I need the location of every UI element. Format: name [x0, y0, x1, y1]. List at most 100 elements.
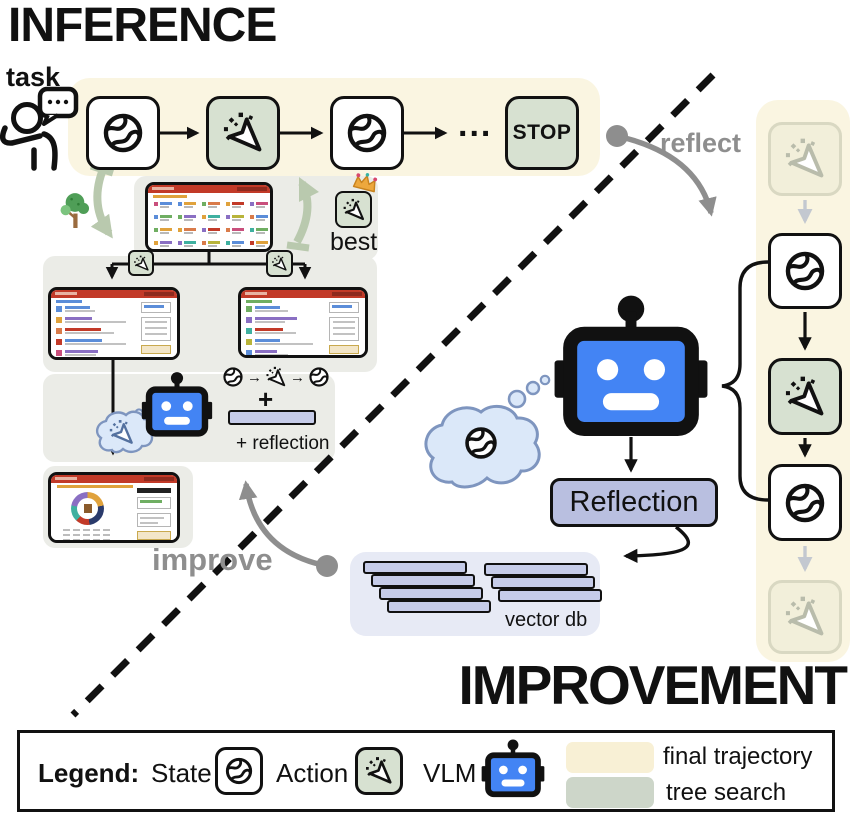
thumbnail-decor-shape — [184, 215, 196, 218]
thumbnail-decor-shape — [256, 219, 265, 221]
best-action-node — [335, 191, 372, 228]
thumbnail-decor-shape — [160, 228, 172, 231]
improve-arrow — [238, 480, 338, 577]
reflection-box: Reflection — [550, 478, 718, 527]
thumbnail-decor-shape — [65, 310, 96, 312]
thumbnail-decor-shape — [246, 306, 252, 312]
thumbnail-decor-shape — [255, 332, 297, 334]
thumbnail-decor-shape — [178, 228, 182, 232]
thumbnail-decor-shape — [63, 539, 70, 540]
thumbnail-decor-shape — [333, 333, 355, 335]
thumbnail-decor-shape — [93, 539, 100, 540]
profile-donut-chart — [71, 492, 104, 525]
legend-final-trajectory-label: final trajectory — [663, 743, 813, 770]
task-label: task — [6, 62, 61, 92]
thumbnail-decor-shape — [246, 350, 252, 355]
globe-icon — [308, 366, 330, 388]
thumbnail-decor-shape — [145, 327, 167, 329]
legend-state-label: State — [151, 758, 212, 788]
thumbnail-decor-shape — [333, 327, 355, 329]
thumbnail-decor-shape — [160, 202, 172, 205]
thumbnail-decor-shape — [103, 539, 110, 540]
thought-cloud-large — [424, 374, 551, 489]
cursor-icon — [342, 198, 366, 222]
thumbnail-decor-shape — [255, 328, 284, 331]
thumbnail-decor-shape — [178, 241, 182, 245]
cursor-icon — [783, 595, 827, 639]
thumbnail-decor-shape — [246, 317, 252, 323]
stop-label: STOP — [512, 121, 572, 144]
thumbnail-decor-shape — [140, 500, 162, 503]
globe-icon — [783, 249, 827, 293]
ellipsis: ... — [458, 106, 493, 144]
arrow-glyph: → — [247, 368, 262, 386]
thumbnail-decor-shape — [208, 232, 217, 234]
thumbnail-decor-shape — [56, 350, 62, 356]
thumbnail-decor-shape — [56, 306, 62, 312]
thumbnail-decor-shape — [184, 228, 196, 231]
cursor-icon — [133, 255, 150, 272]
thumbnail-decor-shape — [153, 195, 187, 198]
tree-icon — [58, 188, 92, 234]
thumbnail-decor-shape — [250, 202, 254, 206]
reflection-to-db-arrow — [623, 525, 690, 563]
thumbnail-decor-shape — [202, 202, 206, 206]
thumbnail-decor-shape — [73, 529, 80, 531]
thumbnail-decor-shape — [56, 339, 62, 345]
vlm-action-node-right — [266, 250, 293, 277]
thumbnail-decor-shape — [65, 339, 103, 342]
thumbnail-decor-shape — [226, 228, 230, 232]
improve-label: improve — [152, 542, 273, 577]
cursor-icon — [364, 756, 394, 786]
thumbnail-decor-shape — [256, 228, 268, 231]
thumbnail-decor-shape — [160, 219, 169, 221]
thumbnail-decor-shape — [256, 206, 265, 208]
thumbnail-decor-shape — [178, 215, 182, 219]
thumbnail-decor-shape — [232, 219, 241, 221]
dashed-divider — [70, 72, 716, 718]
robot-icon-small — [141, 371, 213, 437]
thumbnail-decor-shape — [178, 202, 182, 206]
thumbnail-decor-shape — [63, 529, 70, 531]
thumbnail-decor-shape — [256, 245, 265, 247]
thumbnail-decor-shape — [65, 350, 98, 353]
globe-icon — [101, 111, 145, 155]
thumbnail-decor-shape — [184, 202, 196, 205]
thumbnail-decor-shape — [140, 517, 164, 519]
webpage-screenshot-child-right — [238, 287, 368, 358]
thumbnail-decor-shape — [93, 534, 100, 536]
thumbnail-decor-shape — [184, 232, 193, 234]
thumbnail-decor-shape — [137, 497, 171, 509]
thumbnail-decor-shape — [202, 228, 206, 232]
thumbnail-decor-shape — [255, 321, 286, 323]
thumbnail-decor-shape — [208, 202, 220, 205]
thumbnail-decor-shape — [208, 206, 217, 208]
thumbnail-decor-shape — [255, 306, 281, 309]
cursor-icon — [221, 111, 265, 155]
thumbnail-decor-shape — [154, 215, 158, 219]
thumbnail-decor-shape — [255, 350, 277, 353]
robot-icon-legend — [481, 738, 545, 798]
webpage-screenshot-final — [48, 472, 180, 543]
legend-final-trajectory-swatch — [566, 742, 654, 773]
thumbnail-decor-shape — [255, 354, 289, 355]
thumbnail-decor-shape — [63, 534, 70, 536]
avatar-dot — [84, 504, 92, 513]
thumbnail-decor-shape — [208, 215, 220, 218]
globe-icon — [345, 111, 389, 155]
cursor-icon — [783, 137, 827, 181]
reflection-embedding-bar — [228, 410, 316, 425]
donut-hole — [77, 498, 98, 519]
thumbnail-decor-shape — [83, 539, 90, 540]
state-node-1 — [86, 96, 160, 170]
thumbnail-decor-shape — [232, 228, 244, 231]
thumbnail-decor-shape — [246, 328, 252, 334]
thumbnail-decor-shape — [57, 485, 133, 488]
vector-db-bar — [491, 576, 595, 589]
best-label: best — [330, 228, 378, 256]
legend-title: Legend: — [38, 758, 140, 788]
thumbnail-decor-shape — [154, 202, 158, 206]
thumbnail-decor-shape — [140, 522, 158, 524]
legend-tree-search-swatch — [566, 777, 654, 808]
thumbnail-decor-shape — [256, 232, 265, 234]
